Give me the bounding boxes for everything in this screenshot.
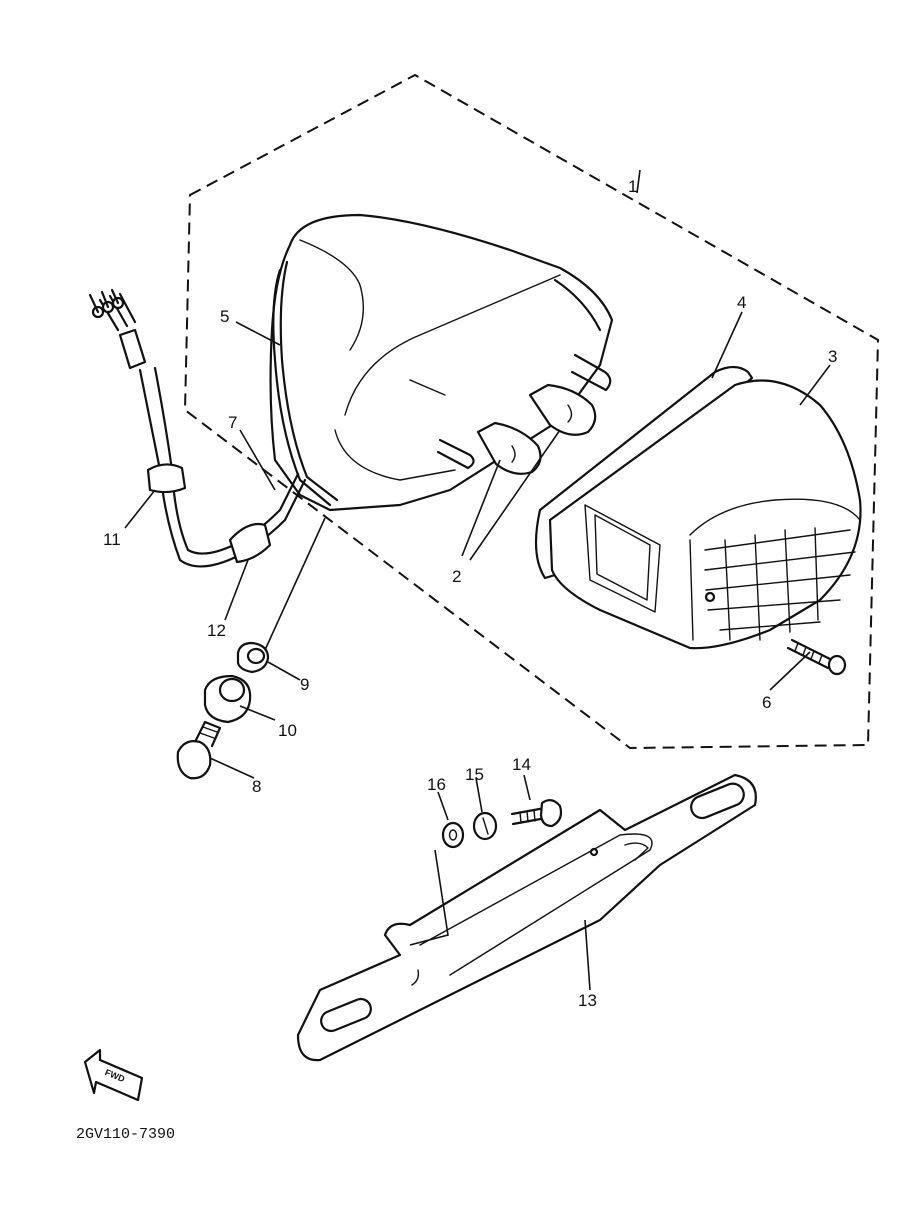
tail-lens [548,379,862,650]
bolt [176,720,222,780]
lock-washer [472,811,498,841]
collar [236,641,270,674]
bulb-lower [476,421,542,475]
callout-9: 9 [300,675,309,694]
lens-screw [786,638,847,676]
callout-6: 6 [762,693,771,712]
callout-11: 11 [103,530,121,549]
callout-4: 4 [737,293,746,312]
callout-15: 15 [465,765,484,784]
lamp-housing [269,213,614,512]
damper [203,674,252,724]
callout-13: 13 [578,991,597,1010]
callout-3: 3 [828,347,837,366]
callout-14: 14 [512,755,531,774]
callout-10: 10 [278,721,297,740]
callout-8: 8 [252,777,261,796]
grommet-12 [228,522,272,564]
grommet-11 [146,463,187,494]
callout-5: 5 [220,307,229,326]
callout-12: 12 [207,621,226,640]
diagram-code: 2GV110-7390 [76,1126,175,1143]
forward-arrow-icon: FWD [83,1048,144,1102]
callout-1: 1 [628,177,637,196]
callout-2: 2 [452,567,461,586]
plain-washer [441,821,465,849]
callout-7: 7 [228,413,237,432]
license-bracket [296,773,757,1062]
leader-lines [124,169,831,991]
bracket-bolt [510,799,563,828]
callout-16: 16 [427,775,446,794]
bulb-upper [528,383,597,436]
assembly-boundary-dashed [183,73,880,750]
lens-reflector-pattern [704,527,856,641]
